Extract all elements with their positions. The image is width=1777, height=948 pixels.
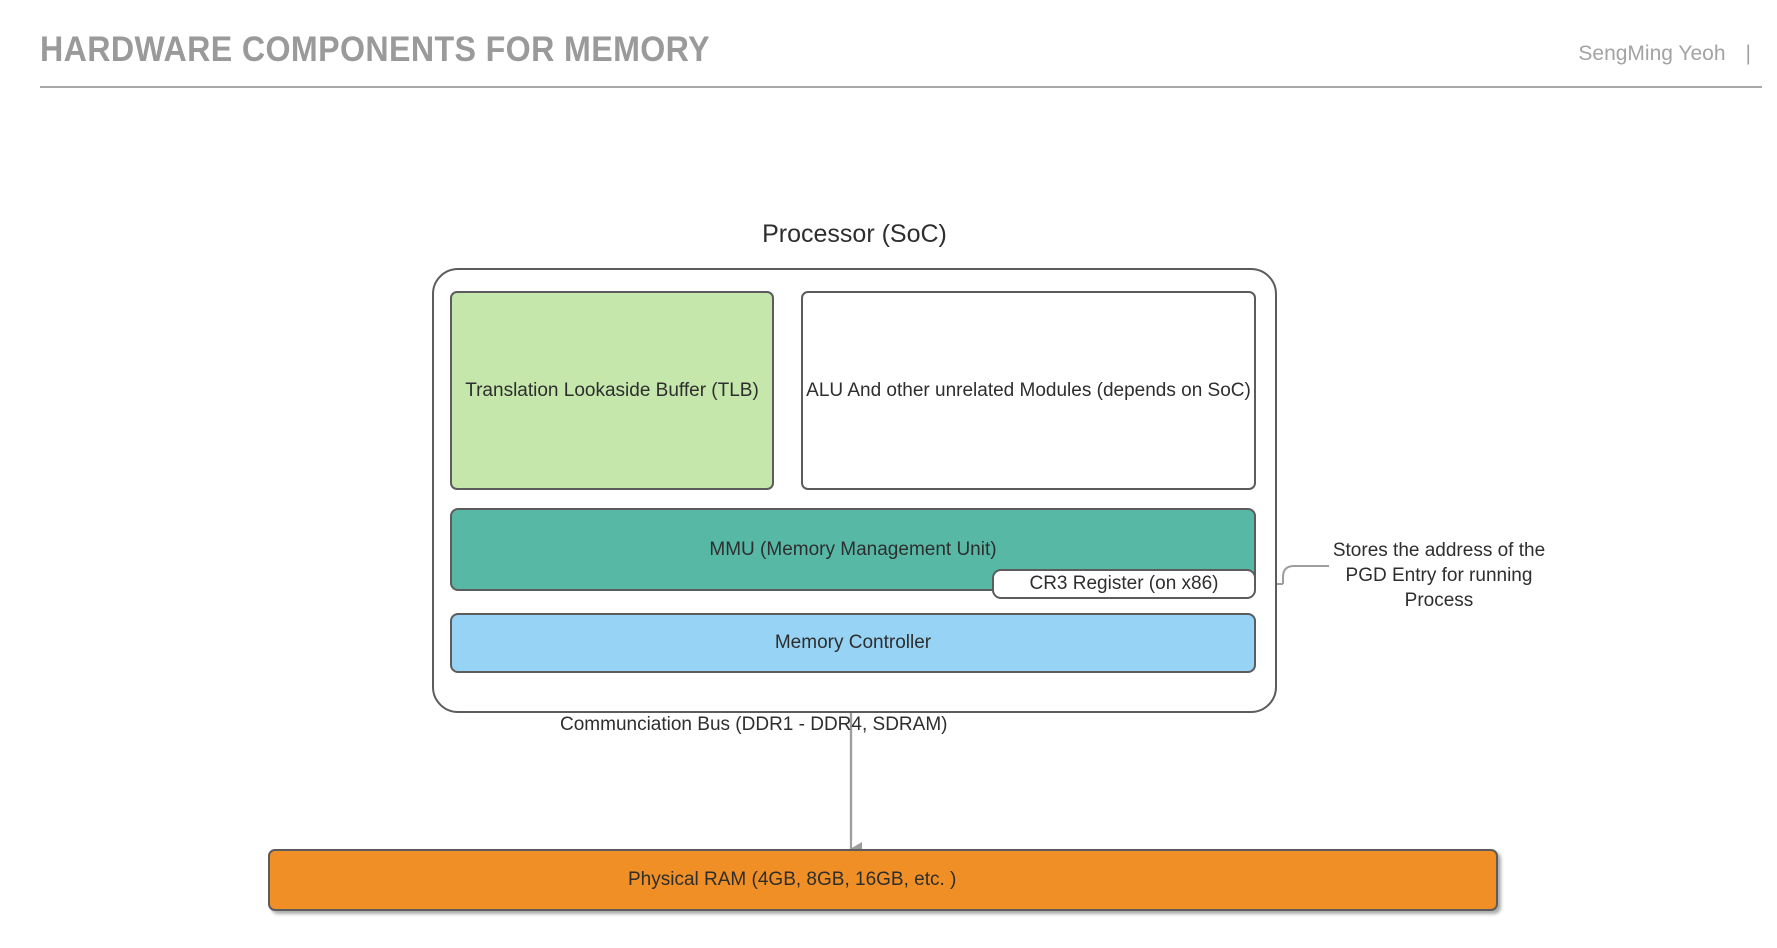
node-label: Translation Lookaside Buffer (TLB) (465, 379, 759, 401)
node-alu-other-modules[interactable]: ALU And other unrelated Modules (depends… (801, 291, 1256, 490)
label-communication-bus: Communciation Bus (DDR1 - DDR4, SDRAM) (560, 714, 948, 735)
processor-title: Processor (SoC) (762, 220, 947, 248)
node-label: ALU And other unrelated Modules (depends… (806, 379, 1251, 401)
annotation-cr3-note: Stores the address of the PGD Entry for … (1332, 540, 1546, 612)
node-physical-ram[interactable]: Physical RAM (4GB, 8GB, 16GB, etc. ) (268, 849, 1498, 911)
node-cr3-register[interactable]: CR3 Register (on x86) (992, 569, 1256, 599)
page-title: HARDWARE COMPONENTS FOR MEMORY (40, 30, 710, 69)
node-label: Memory Controller (774, 632, 932, 654)
author-name: SengMing Yeoh (1578, 42, 1726, 65)
node-label: MMU (Memory Management Unit) (709, 538, 997, 560)
author-block: SengMing Yeoh | (1578, 42, 1751, 66)
header-divider (40, 86, 1762, 88)
node-label: Physical RAM (4GB, 8GB, 16GB, etc. ) (628, 869, 957, 891)
slide-header: HARDWARE COMPONENTS FOR MEMORY SengMing … (0, 0, 1777, 98)
node-translation-lookaside-buffer[interactable]: Translation Lookaside Buffer (TLB) (450, 291, 774, 490)
header-separator: | (1745, 42, 1751, 65)
node-label: CR3 Register (on x86) (1029, 573, 1219, 595)
node-memory-controller[interactable]: Memory Controller (450, 613, 1256, 673)
